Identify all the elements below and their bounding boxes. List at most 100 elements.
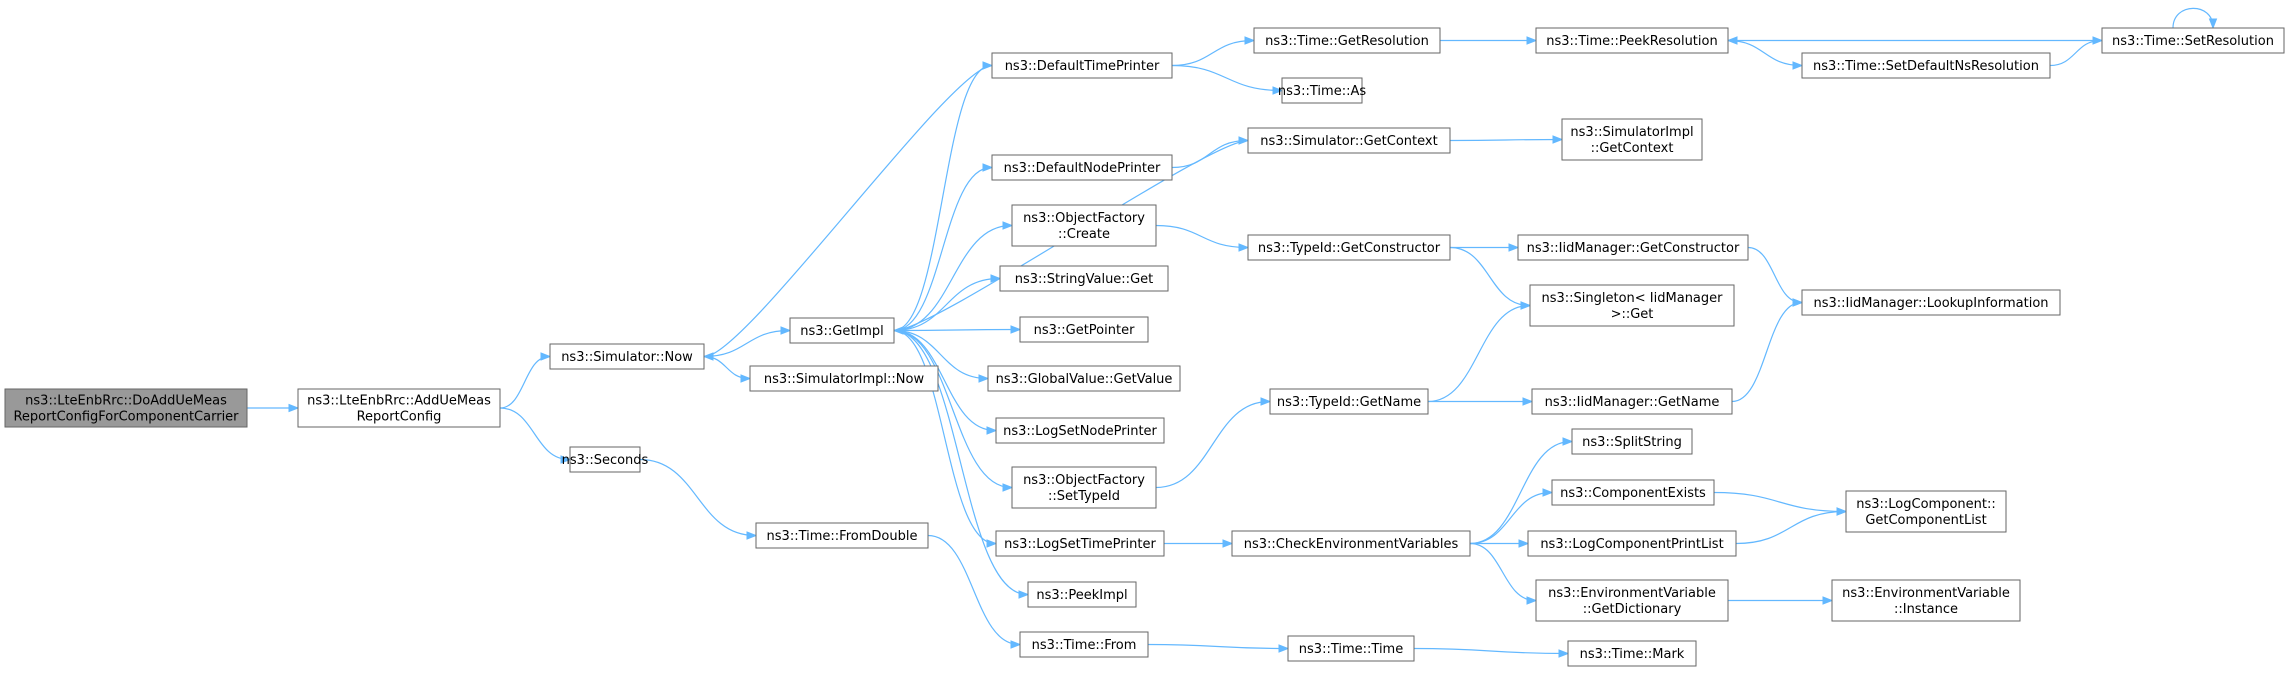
node-n20[interactable]: ns3::Simulator::GetContext <box>1247 127 1451 154</box>
node-n7[interactable]: ns3::DefaultTimePrinter <box>991 52 1173 79</box>
edge-line <box>1713 491 1846 513</box>
node-box <box>1561 118 1703 161</box>
node-label: ns3::SplitString <box>1582 435 1682 450</box>
node-box <box>1571 428 1693 455</box>
edge-n39-n25 <box>1726 36 2102 45</box>
edge-arrowhead <box>1508 243 1520 252</box>
node-label: ns3::StringValue::Get <box>1015 272 1153 287</box>
node-n4[interactable]: ns3::GetImpl <box>789 317 895 344</box>
node-box <box>1231 530 1471 557</box>
node-label: ns3::Time::Mark <box>1580 647 1685 662</box>
node-n11[interactable]: ns3::GetPointer <box>1019 316 1149 343</box>
edge-n7-n18 <box>1171 36 1256 67</box>
node-n10[interactable]: ns3::StringValue::Get <box>999 265 1169 292</box>
node-label: ns3::IidManager::GetName <box>1545 395 1720 410</box>
node-box <box>1531 388 1733 415</box>
node-n29[interactable]: ns3::IidManager::GetName <box>1531 388 1733 415</box>
node-label: ns3::EnvironmentVariable <box>1548 586 1716 601</box>
node-n36[interactable]: ns3::IidManager::LookupInformation <box>1801 289 2061 316</box>
edge-line <box>1171 64 1282 92</box>
node-box <box>749 365 939 392</box>
edge-line <box>893 329 1012 489</box>
node-n19[interactable]: ns3::Time::As <box>1278 77 1367 104</box>
node-n6[interactable]: ns3::Time::FromDouble <box>755 522 929 549</box>
node-label: ns3::Time::Time <box>1299 642 1403 657</box>
node-n33[interactable]: ns3::EnvironmentVariable::GetDictionary <box>1535 579 1729 622</box>
node-n0[interactable]: ns3::LteEnbRrc::DoAddUeMeasReportConfigF… <box>4 388 248 428</box>
node-n27[interactable]: ns3::IidManager::GetConstructor <box>1517 234 1749 261</box>
node-n30[interactable]: ns3::SplitString <box>1571 428 1693 455</box>
edge-arrowhead <box>740 374 752 383</box>
edge-arrowhead <box>1542 488 1554 497</box>
node-n9[interactable]: ns3::ObjectFactory::Create <box>1011 204 1157 247</box>
node-box <box>995 530 1165 557</box>
edge-arrowhead <box>1010 640 1022 649</box>
edge-arrowhead <box>1558 649 1570 658</box>
edge-arrowhead <box>702 352 714 361</box>
node-label: ns3::EnvironmentVariable <box>1842 586 2010 601</box>
node-n31[interactable]: ns3::ComponentExists <box>1551 479 1715 506</box>
edge-n23-n30 <box>1469 437 1574 545</box>
edge-n33-n38 <box>1728 596 1834 605</box>
edge-arrowhead <box>1822 596 1834 605</box>
node-n39[interactable]: ns3::Time::SetResolution <box>2101 27 2285 54</box>
node-n23[interactable]: ns3::CheckEnvironmentVariables <box>1231 530 1471 557</box>
edge-line <box>2172 7 2214 29</box>
call-graph-edges <box>247 7 2218 658</box>
node-box <box>755 522 929 549</box>
edge-n15-n23 <box>1164 539 1234 548</box>
node-label: ns3::IidManager::GetConstructor <box>1527 241 1740 256</box>
node-label: >::Get <box>1611 307 1654 322</box>
edge-arrowhead <box>1518 539 1530 548</box>
node-n5[interactable]: ns3::SimulatorImpl::Now <box>749 365 939 392</box>
edge-n17-n24 <box>1147 643 1290 653</box>
node-n16[interactable]: ns3::PeekImpl <box>1027 581 1137 608</box>
edge-n9-n21 <box>1155 224 1250 252</box>
node-n34[interactable]: ns3::Time::Mark <box>1567 640 1697 667</box>
node-n26[interactable]: ns3::SimulatorImpl::GetContext <box>1561 118 1703 161</box>
node-n8[interactable]: ns3::DefaultNodePrinter <box>991 154 1173 181</box>
node-n15[interactable]: ns3::LogSetTimePrinter <box>995 530 1165 557</box>
node-box <box>1011 204 1157 247</box>
edge-line <box>1155 224 1248 249</box>
node-n24[interactable]: ns3::Time::Time <box>1287 635 1415 662</box>
node-n21[interactable]: ns3::TypeId::GetConstructor <box>1247 234 1451 261</box>
node-label: ::Create <box>1058 227 1110 242</box>
node-n2[interactable]: ns3::Simulator::Now <box>549 343 705 370</box>
node-n35[interactable]: ns3::Time::SetDefaultNsResolution <box>1801 52 2051 79</box>
node-n14[interactable]: ns3::ObjectFactory::SetTypeId <box>1011 466 1157 509</box>
edge-line <box>1731 301 1802 403</box>
node-n22[interactable]: ns3::TypeId::GetName <box>1269 388 1429 415</box>
edge-n3-n6 <box>639 458 758 540</box>
edge-n6-n17 <box>927 534 1022 649</box>
node-label: ns3::IidManager::LookupInformation <box>1813 296 2048 311</box>
node-label: ns3::TypeId::GetConstructor <box>1258 241 1441 256</box>
edge-arrowhead <box>1522 397 1534 406</box>
node-label: ns3::LogSetNodePrinter <box>1003 424 1157 439</box>
node-label: ns3::LogSetTimePrinter <box>1004 537 1156 552</box>
node-box <box>1011 466 1157 509</box>
edge-arrowhead <box>990 274 1002 283</box>
node-box <box>1247 234 1451 261</box>
node-n12[interactable]: ns3::GlobalValue::GetValue <box>987 365 1181 392</box>
edge-arrowhead <box>1018 590 1030 599</box>
node-box <box>1527 530 1737 557</box>
node-label: ns3::Time::SetDefaultNsResolution <box>1813 59 2039 74</box>
node-n28[interactable]: ns3::Singleton< IidManager >::Get <box>1529 284 1735 327</box>
node-n37[interactable]: ns3::LogComponent::GetComponentList <box>1845 490 2007 533</box>
edge-line <box>893 329 996 545</box>
node-n17[interactable]: ns3::Time::From <box>1019 631 1149 658</box>
node-n13[interactable]: ns3::LogSetNodePrinter <box>995 417 1165 444</box>
edge-arrowhead <box>540 352 552 361</box>
node-n38[interactable]: ns3::EnvironmentVariable::Instance <box>1831 579 2021 622</box>
node-n32[interactable]: ns3::LogComponentPrintList <box>1527 530 1737 557</box>
node-n25[interactable]: ns3::Time::PeekResolution <box>1535 27 1729 54</box>
node-n3[interactable]: ns3::Seconds <box>562 446 649 473</box>
edge-arrowhead <box>1526 36 1538 45</box>
node-n18[interactable]: ns3::Time::GetResolution <box>1253 27 1441 54</box>
edge-line <box>893 277 1000 332</box>
node-label: GetComponentList <box>1865 513 1986 528</box>
node-box <box>789 317 895 344</box>
edge-line <box>1427 304 1530 403</box>
